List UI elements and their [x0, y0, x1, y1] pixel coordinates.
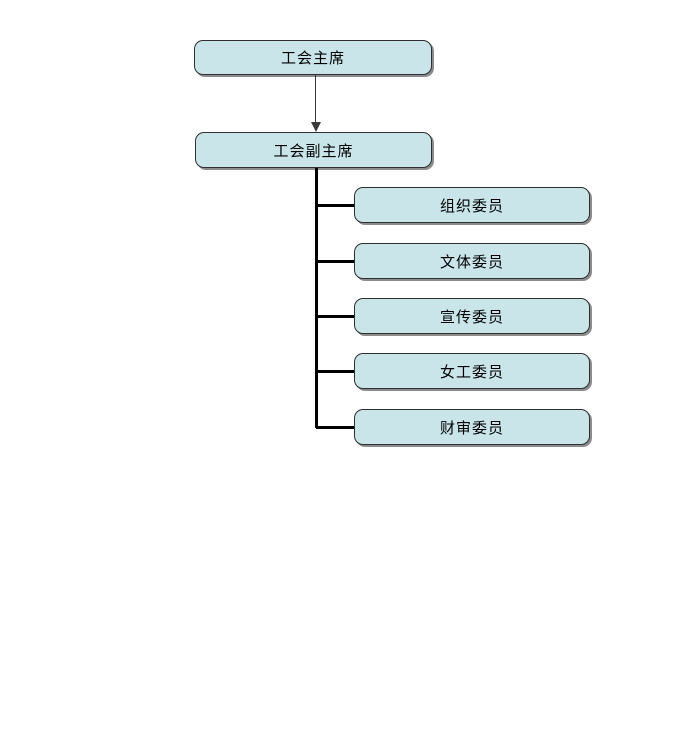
- node-finance-audit-committee: 财审委员: [354, 409, 590, 445]
- node-union-chairman-label: 工会主席: [280, 50, 345, 67]
- node-publicity-committee: 宣传委员: [354, 298, 590, 334]
- node-finance-audit-committee-label: 财审委员: [439, 419, 504, 437]
- node-culture-sports-committee-label: 文体委员: [439, 253, 504, 271]
- node-women-workers-committee-label: 女工委员: [439, 363, 504, 381]
- node-culture-sports-committee: 文体委员: [354, 243, 590, 279]
- node-organization-committee-label: 组织委员: [439, 197, 504, 215]
- node-union-chairman: 工会主席: [194, 40, 432, 75]
- node-union-vice-chairman: 工会副主席: [195, 132, 432, 168]
- branch-connector: [316, 425, 354, 429]
- branch-connector: [316, 259, 354, 263]
- node-publicity-committee-label: 宣传委员: [439, 308, 504, 326]
- branch-connector: [316, 314, 354, 318]
- arrow-down-icon: [311, 122, 321, 132]
- node-women-workers-committee: 女工委员: [354, 353, 590, 389]
- tree-trunk-line: [314, 168, 318, 428]
- branch-connector: [316, 369, 354, 373]
- node-organization-committee: 组织委员: [354, 187, 590, 223]
- arrow-down-connector-line: [315, 75, 316, 123]
- branch-connector: [316, 203, 354, 207]
- node-union-vice-chairman-label: 工会副主席: [273, 142, 354, 160]
